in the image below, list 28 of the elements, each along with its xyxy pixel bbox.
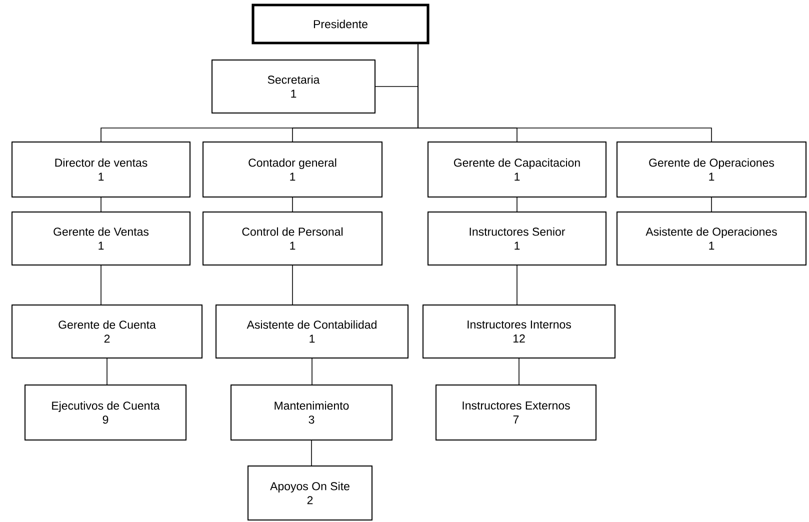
connector-line xyxy=(106,358,108,385)
org-box: Instructores Externos 7 xyxy=(436,384,596,440)
connector-line xyxy=(516,197,518,212)
org-box: Mantenimiento 3 xyxy=(230,384,392,440)
org-box: Gerente de Ventas 1 xyxy=(12,212,190,266)
org-box: Asistente de Contabilidad 1 xyxy=(216,304,408,358)
org-box: Gerente de Capacitacion 1 xyxy=(428,142,606,198)
org-box: Gerente de Cuenta 2 xyxy=(12,304,202,358)
connector-line xyxy=(311,440,312,466)
connector-line xyxy=(100,197,102,212)
connector-line xyxy=(516,265,518,305)
org-box: Secretaria 1 xyxy=(212,60,376,114)
connector-line xyxy=(100,265,102,305)
org-box: Control de Personal 1 xyxy=(202,212,382,266)
org-box: Instructores Internos 12 xyxy=(422,304,616,358)
org-box: Gerente de Operaciones 1 xyxy=(616,142,806,198)
org-box: Ejecutivos de Cuenta 9 xyxy=(24,384,186,440)
org-box: Apoyos On Site 2 xyxy=(248,466,372,520)
connector-line xyxy=(518,358,520,385)
org-box: Asistente de Operaciones 1 xyxy=(616,212,806,266)
org-box: Director de ventas 1 xyxy=(12,142,190,198)
connector-line xyxy=(711,197,712,212)
connector-line xyxy=(418,44,712,142)
org-box: Contador general 1 xyxy=(202,142,382,198)
org-box: Instructores Senior 1 xyxy=(428,212,606,266)
connector-line xyxy=(292,265,293,305)
connector-line xyxy=(292,197,293,212)
title-box: Presidente xyxy=(252,4,430,44)
